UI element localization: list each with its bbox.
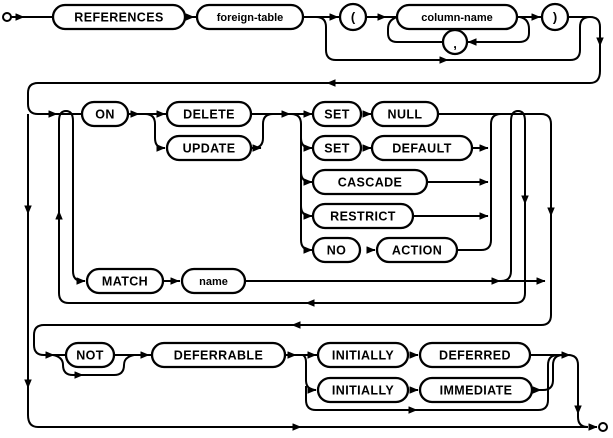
diagram-nodes: REFERENCES foreign-table ( column-name )… — [51, 2, 570, 404]
node-set-default-set: SET — [311, 134, 363, 162]
node-no: NO — [311, 236, 362, 264]
start-terminal-icon — [2, 12, 12, 22]
column-list-bypass-rail — [315, 16, 591, 61]
outer-bypass-rail — [27, 114, 588, 428]
node-initially-immediate-initially: INITIALLY — [316, 376, 410, 404]
node-update: UPDATE — [165, 134, 253, 162]
svg-text:MATCH: MATCH — [102, 275, 148, 289]
svg-text:IMMEDIATE: IMMEDIATE — [440, 384, 513, 398]
node-delete: DELETE — [165, 100, 253, 128]
end-terminal-icon — [598, 422, 608, 432]
node-not: NOT — [64, 341, 116, 369]
node-deferrable: DEFERRABLE — [150, 341, 287, 369]
node-cascade: CASCADE — [311, 168, 429, 196]
node-match: MATCH — [85, 267, 165, 295]
node-null: NULL — [370, 100, 440, 128]
node-initially-deferred-initially: INITIALLY — [316, 341, 410, 369]
comma-loop-rail — [467, 16, 530, 46]
node-restrict: RESTRICT — [311, 202, 415, 230]
node-column-name: column-name — [395, 3, 519, 31]
diagram-rails — [2, 12, 608, 432]
svg-text:SET: SET — [324, 142, 350, 156]
node-name: name — [180, 267, 247, 295]
node-open-paren: ( — [338, 2, 368, 32]
svg-text:DEFERRABLE: DEFERRABLE — [174, 349, 263, 363]
on-match-loop-rail — [58, 109, 526, 304]
svg-text:CASCADE: CASCADE — [338, 176, 403, 190]
node-close-paren: ) — [540, 2, 570, 32]
svg-text:DEFERRED: DEFERRED — [439, 349, 511, 363]
svg-text:,: , — [453, 36, 457, 51]
svg-text:ON: ON — [95, 108, 115, 122]
svg-text:SET: SET — [324, 108, 350, 122]
svg-text:foreign-table: foreign-table — [217, 12, 284, 24]
svg-text:(: ( — [351, 10, 356, 25]
svg-text:): ) — [553, 10, 557, 25]
svg-text:INITIALLY: INITIALLY — [332, 349, 394, 363]
svg-text:INITIALLY: INITIALLY — [332, 384, 394, 398]
node-immediate: IMMEDIATE — [418, 376, 534, 404]
loop-exit-rail — [33, 113, 552, 356]
svg-text:NULL: NULL — [388, 108, 423, 122]
svg-text:UPDATE: UPDATE — [183, 142, 236, 156]
initially-bypass-rail — [305, 354, 559, 411]
arrow-icons — [15, 13, 604, 431]
node-action: ACTION — [375, 236, 459, 264]
svg-text:NO: NO — [327, 244, 347, 258]
not-bypass-rail — [52, 354, 135, 376]
node-set-null-set: SET — [311, 100, 363, 128]
svg-text:REFERENCES: REFERENCES — [74, 11, 163, 25]
svg-text:NOT: NOT — [76, 349, 104, 363]
node-on: ON — [80, 100, 130, 128]
svg-text:RESTRICT: RESTRICT — [330, 210, 396, 224]
svg-text:column-name: column-name — [421, 12, 493, 24]
svg-text:DELETE: DELETE — [183, 108, 235, 122]
node-foreign-table: foreign-table — [195, 3, 305, 31]
action-merge-rail — [457, 113, 502, 251]
svg-text:name: name — [199, 276, 228, 288]
svg-text:DEFAULT: DEFAULT — [392, 142, 452, 156]
node-default: DEFAULT — [370, 134, 474, 162]
node-comma: , — [441, 28, 469, 56]
svg-text:ACTION: ACTION — [392, 244, 442, 258]
node-deferred: DEFERRED — [418, 341, 532, 369]
node-references: REFERENCES — [51, 3, 187, 31]
